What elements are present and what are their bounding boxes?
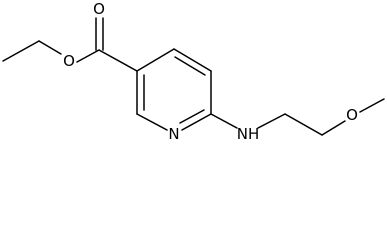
bond-o-ester-carbonyl-c xyxy=(76,49,100,63)
ring-nitrogen-label: N xyxy=(168,125,179,143)
bond-ring-c6-n1 xyxy=(181,113,212,131)
bond-ring-c4-c5-inner xyxy=(174,56,206,76)
bond-ring-c3-c4 xyxy=(136,48,175,72)
molecule-structure: O O N NH O xyxy=(2,0,385,143)
bond-ring-c4-c5 xyxy=(173,48,212,72)
bond-ring-n1-c2 xyxy=(136,113,168,131)
ether-oxygen-label: O xyxy=(346,106,358,124)
ester-oxygen-label: O xyxy=(63,52,75,70)
bond-carbonyl-c-ring xyxy=(98,49,138,72)
bond-ch3-ch2 xyxy=(2,40,40,62)
carbonyl-oxygen-label: O xyxy=(93,0,105,18)
bond-c6-nh xyxy=(210,113,238,129)
bond-o-ether-ch3 xyxy=(359,98,385,113)
bond-ch2-o-ester xyxy=(38,40,62,55)
bond-ch2-ch2 xyxy=(284,113,323,136)
bond-nh-ch2 xyxy=(257,113,286,129)
bond-ring-c6-n1-inner xyxy=(179,109,205,124)
bond-ch2-o-ether xyxy=(321,120,346,136)
amine-label: NH xyxy=(237,125,260,143)
